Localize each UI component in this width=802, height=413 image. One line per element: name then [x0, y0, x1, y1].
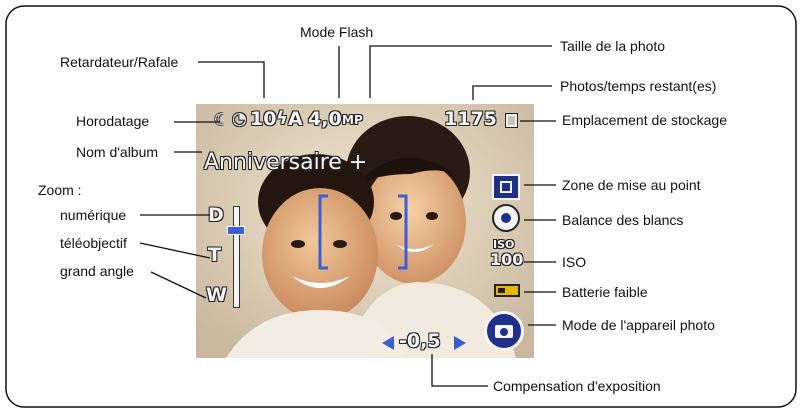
label-teleobjectif: téléobjectif — [60, 235, 127, 251]
date-stamp-icon: ☾ — [214, 110, 229, 129]
zoom-bar — [233, 206, 240, 308]
camera-lcd-screen: ☾ ◔ 10 ϟ A 4,0 MP 1175 Anniversaire + D … — [196, 104, 534, 358]
zoom-digital-letter: D — [208, 204, 224, 226]
iso-label: ISO — [493, 238, 515, 251]
label-zone-mise-au-point: Zone de mise au point — [562, 177, 701, 193]
label-taille-photo: Taille de la photo — [560, 38, 666, 54]
camera-mode-icon — [484, 311, 524, 351]
zoom-indicator — [227, 226, 245, 235]
label-iso: ISO — [562, 254, 587, 270]
photo-size-unit: MP — [342, 113, 363, 127]
focus-zone-icon — [492, 174, 520, 200]
exposure-value: -0,5 — [399, 330, 441, 352]
label-horodatage: Horodatage — [76, 113, 150, 129]
label-mode-appareil: Mode de l'appareil photo — [562, 317, 715, 333]
flash-icon: ϟ — [276, 108, 288, 129]
label-photos-restantes: Photos/temps restant(es) — [560, 78, 717, 94]
storage-location-icon — [506, 114, 517, 127]
label-numerique: numérique — [60, 207, 127, 223]
label-grand-angle: grand angle — [60, 263, 134, 279]
low-battery-icon — [494, 284, 520, 297]
remaining-count: 1175 — [444, 108, 497, 130]
album-name: Anniversaire + — [204, 150, 368, 175]
label-emplacement: Emplacement de stockage — [562, 112, 727, 128]
label-mode-flash: Mode Flash — [300, 24, 374, 40]
self-timer-count: 10 — [250, 108, 277, 130]
flash-mode-value: A — [288, 108, 303, 130]
white-balance-icon — [492, 204, 520, 232]
zoom-wide-letter: W — [206, 284, 227, 306]
label-compensation: Compensation d'exposition — [493, 378, 661, 394]
label-batterie-faible: Batterie faible — [562, 284, 648, 300]
focus-brackets — [318, 194, 408, 270]
label-balance-blancs: Balance des blancs — [562, 212, 684, 228]
iso-value: 100 — [490, 250, 524, 269]
label-nom-album: Nom d'album — [76, 144, 159, 160]
label-retardateur: Retardateur/Rafale — [60, 54, 179, 70]
label-zoom: Zoom : — [38, 182, 82, 198]
zoom-tele-letter: T — [208, 244, 221, 266]
exposure-right-arrow-icon — [454, 336, 466, 350]
self-timer-icon: ◔ — [232, 109, 247, 129]
exposure-left-arrow-icon — [382, 336, 394, 350]
photo-size-value: 4,0 — [308, 108, 342, 130]
